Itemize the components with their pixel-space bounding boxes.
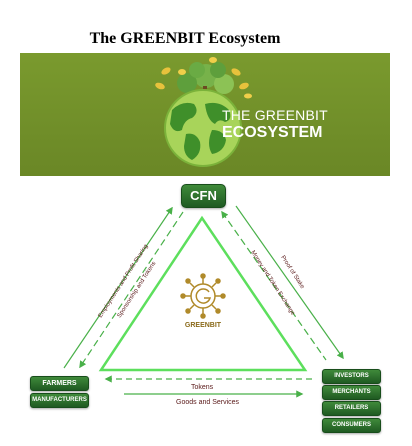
page-title: The GREENBIT Ecosystem (89, 30, 281, 47)
logo-text: GREENBIT (185, 322, 222, 329)
banner-line1: THE GREENBIT (222, 107, 328, 123)
cfn-node: CFN (181, 184, 226, 208)
ecosystem-triangle (98, 215, 308, 372)
farmers-node: FARMERS (30, 376, 89, 391)
consumers-node: CONSUMERS (322, 418, 381, 433)
greenbit-logo-icon (180, 273, 226, 319)
banner-line2: ECOSYSTEM (222, 124, 323, 141)
left-inner-arrow (79, 211, 184, 369)
right-inner-arrow (221, 210, 327, 361)
merchants-node: MERCHANTS (322, 385, 381, 400)
tree-leaves-icon (155, 57, 252, 100)
manufacturers-node: MANUFACTURERS (30, 393, 89, 408)
retailers-node: RETAILERS (322, 401, 381, 416)
label-sponsorship: Sponsorship and Tokens (117, 261, 158, 319)
globe-icon (164, 89, 242, 167)
label-tokens: Tokens (191, 384, 214, 391)
label-money-exchange: Money and Token Exchange (249, 250, 296, 317)
label-goods-services: Goods and Services (176, 399, 240, 406)
left-outer-arrow (63, 206, 173, 369)
investors-node: INVESTORS (322, 369, 381, 384)
right-outer-arrow (235, 205, 344, 360)
